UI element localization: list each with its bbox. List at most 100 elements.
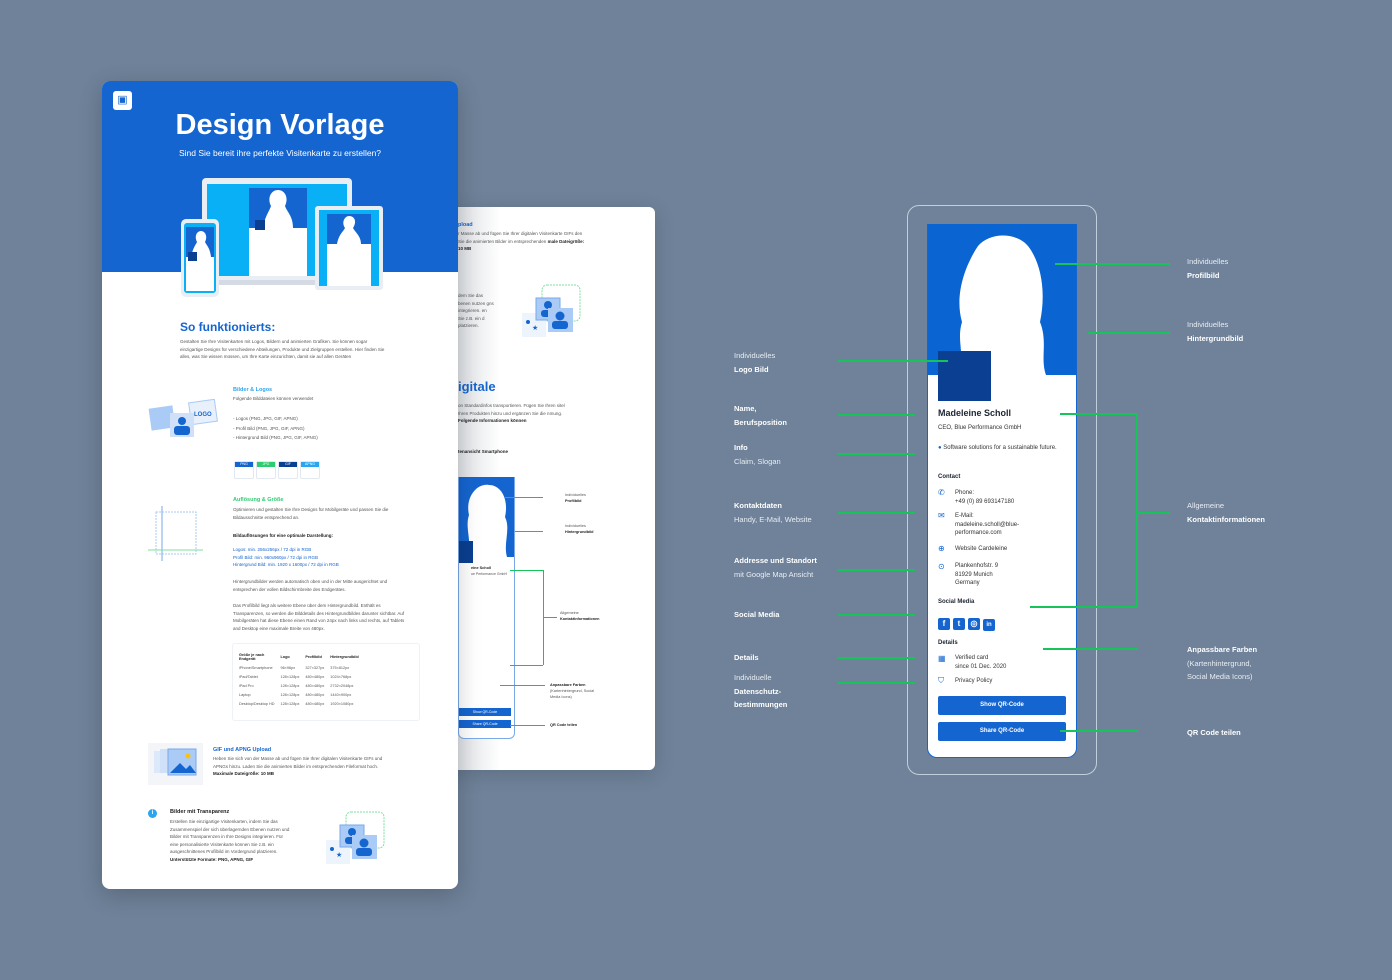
table-header-cell: Größe je nach Endgerät: [239, 652, 265, 661]
how-it-works-text: Gestalten Sie Ihre Visitenkarten mit Log…: [180, 339, 385, 359]
table-header-cell: Hintergrundbild: [330, 654, 359, 659]
svg-text:★: ★: [532, 324, 538, 332]
table-cell: 1440×900px: [330, 692, 352, 697]
mini-card-preview: eine Scholl ue Performance GmbH Show QR-…: [458, 477, 515, 739]
format-badge-gif: GIF: [278, 461, 298, 479]
shield-icon: ⛉: [938, 676, 944, 685]
table-header-cell: Logo: [280, 654, 290, 659]
transparency-text-fragment: dem Sie das benen nutzen gns integrieren…: [458, 293, 494, 328]
table-cell: 375×812px: [330, 665, 350, 670]
mini-share-qr-button: Share QR-Code: [459, 720, 511, 728]
annotation-name-position: Name, Berufsposition: [734, 404, 787, 427]
calendar-icon: ▦: [938, 654, 946, 663]
table-cell: 480×480px: [305, 701, 325, 706]
annotation-social-media: Social Media: [734, 610, 780, 619]
table-cell: iPhone/Smartphone: [239, 665, 273, 670]
mini-annotation-qr: QR Code teilen: [550, 723, 578, 727]
annotation-custom-colors: Anpassbare Farben(Kartenhintergrund, Soc…: [1187, 645, 1258, 681]
mini-annotation-colors: Anpassbare Farben(Kartenhintergrund, Soc…: [550, 683, 595, 699]
card-email[interactable]: E-Mail: madeleine.scholl@blue- performan…: [955, 513, 1020, 536]
annotation-details: Details: [734, 653, 759, 662]
table-cell: iPad/Tablet: [239, 674, 258, 679]
svg-text:★: ★: [336, 851, 342, 859]
devices-illustration: [181, 178, 383, 297]
card-website[interactable]: Website Cardeleine: [955, 546, 1008, 552]
gif-upload-text: Heben Sie sich von der Masse ab und füge…: [213, 756, 383, 776]
table-row: iPad Pro 128×128px 480×480px 2732×2048px: [239, 681, 365, 690]
table-cell: 480×480px: [305, 674, 325, 679]
logo-image: [938, 351, 991, 401]
logo-label: LOGO: [194, 412, 212, 418]
images-logos-intro: Folgende Bilddateien können verwendet: [233, 396, 314, 401]
twitter-icon[interactable]: t: [953, 618, 965, 630]
linkedin-icon[interactable]: in: [983, 619, 995, 631]
phone-icon: ✆: [938, 488, 945, 497]
table-cell: 1024×768px: [330, 674, 352, 679]
business-card-preview: Madeleine Scholl CEO, Blue Performance G…: [927, 224, 1077, 758]
page-subtitle: Sind Sie bereit ihre perfekte Visitenkar…: [178, 148, 382, 158]
profile-silhouette: [467, 484, 508, 557]
table-cell: 128×128px: [280, 701, 300, 706]
profile-image: [958, 235, 1046, 375]
smartphone-view-label: tenansicht Smartphone: [458, 449, 509, 454]
annotation-share-qr: QR Code teilen: [1187, 728, 1241, 737]
phone-frame: [907, 205, 1097, 775]
social-media-heading: Social Media: [938, 599, 975, 605]
upload-heading-fragment: pload: [458, 222, 473, 228]
format-badge-jpg: JPG: [256, 461, 276, 479]
table-cell: 128×128px: [280, 692, 300, 697]
table-cell: Laptop: [239, 692, 251, 697]
privacy-policy-link[interactable]: Privacy Policy: [955, 678, 993, 684]
location-icon: ⊙: [938, 562, 945, 571]
gif-upload-heading: GIF und APNG Upload: [213, 747, 272, 753]
table-cell: 2732×2048px: [330, 683, 354, 688]
facebook-icon[interactable]: f: [938, 618, 950, 630]
images-logos-list: - Logos (PNG, JPG, GIF, APNG)- Profil Bi…: [233, 416, 318, 440]
template-document-page-1: ▣ Design Vorlage Sind Sie bereit ihre pe…: [102, 81, 458, 889]
profile-image-text: Das Profilbild liegt als weitere Ebene ü…: [233, 603, 405, 631]
instagram-icon[interactable]: ◎: [968, 618, 980, 630]
how-it-works-heading: So funktionierts:: [180, 320, 276, 334]
table-cell: iPad Pro: [239, 683, 254, 688]
share-qr-code-button[interactable]: Share QR-Code: [938, 722, 1066, 741]
contact-heading: Contact: [938, 474, 961, 480]
mail-icon: ✉: [938, 511, 945, 520]
images-logos-illustration: LOGO: [148, 399, 218, 437]
card-info: ● Software solutions for a sustainable f…: [938, 445, 1057, 451]
mini-show-qr-button: Show QR-Code: [459, 708, 511, 716]
card-verified: Verified card since 01 Dec. 2020: [955, 655, 1007, 670]
info-icon: i: [148, 809, 157, 818]
show-qr-code-button[interactable]: Show QR-Code: [938, 696, 1066, 715]
table-cell: 1920×1080px: [330, 701, 354, 706]
card-name: Madeleine Scholl: [938, 408, 1012, 418]
transparency-illustration: ★: [522, 284, 581, 337]
table-cell: 327×327px: [305, 665, 325, 670]
format-badge-apng: APNG: [300, 461, 320, 479]
table-cell: 480×480px: [305, 683, 325, 688]
details-heading: Details: [938, 640, 958, 646]
card-phone[interactable]: Phone: +49 (0) 89 693147180: [955, 490, 1015, 505]
upload-text-fragment: r Masse ab und fügen Sie Ihrer digitalen…: [458, 231, 585, 251]
template-document-page-2: pload r Masse ab und fügen Sie Ihrer dig…: [440, 207, 655, 770]
resolution-heading: Auflösung & Größe: [233, 497, 284, 503]
table-cell: 128×128px: [280, 683, 300, 688]
gif-upload-illustration: [148, 743, 203, 785]
mini-card-name: eine Scholl: [471, 566, 492, 570]
card-address[interactable]: Plankenhofstr. 9 81929 Munich Germany: [955, 563, 999, 586]
